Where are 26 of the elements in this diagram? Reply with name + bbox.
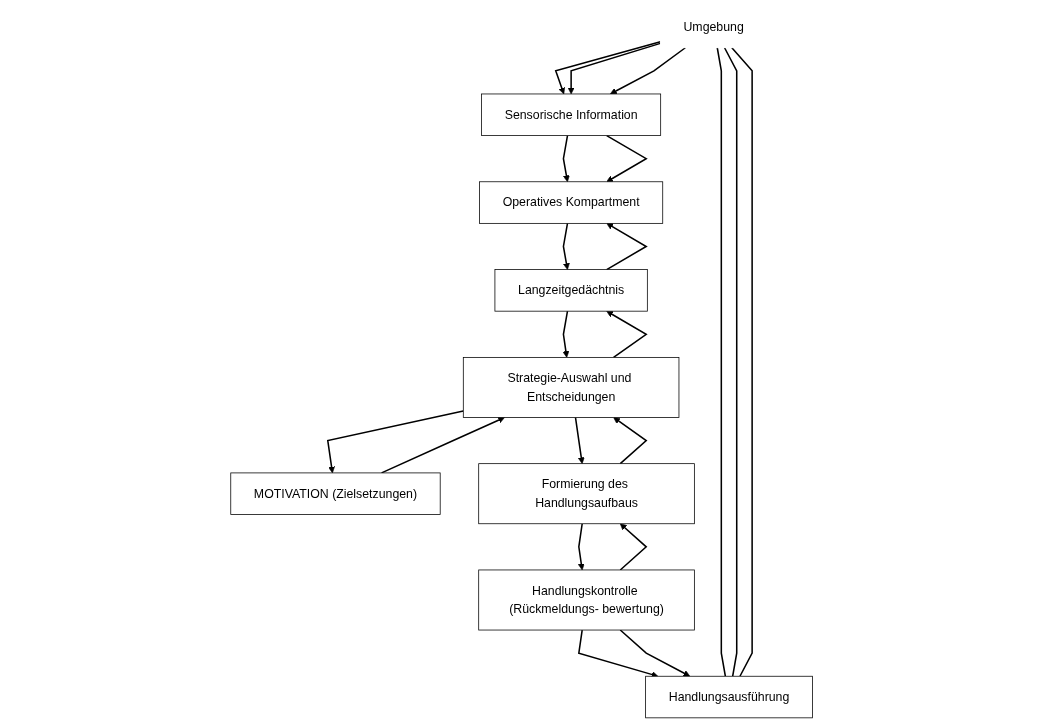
- arrow: [326, 410, 464, 474]
- arrow: [609, 47, 686, 95]
- connector: [723, 47, 738, 677]
- arrow: [562, 222, 570, 270]
- node-box: Sensorische Information: [481, 93, 661, 136]
- node-box: Operatives Kompartment: [479, 181, 663, 224]
- node-box: Handlungskontrolle (Rückmeldungs- bewertung): [478, 569, 695, 631]
- arrow: [619, 629, 690, 677]
- node-box: Handlungsausführung: [645, 675, 813, 719]
- arrow: [619, 523, 648, 571]
- arrow: [574, 416, 585, 464]
- arrow: [605, 134, 648, 183]
- node-box: Formierung des Handlungsaufbaus: [478, 463, 695, 525]
- arrow: [562, 134, 570, 183]
- node-box: Langzeitgedächtnis: [494, 269, 648, 312]
- node-box: Strategie-Auswahl und Entscheidungen: [462, 357, 680, 418]
- connector: [731, 47, 753, 677]
- node-box: MOTIVATION (Zielsetzungen): [230, 472, 441, 515]
- arrow: [613, 417, 648, 465]
- arrow: [577, 629, 659, 678]
- node-text: Umgebung: [683, 20, 744, 34]
- arrow: [577, 522, 585, 571]
- arrow: [562, 310, 570, 358]
- connector: [716, 47, 727, 677]
- arrow: [605, 223, 648, 271]
- arrow: [606, 310, 648, 359]
